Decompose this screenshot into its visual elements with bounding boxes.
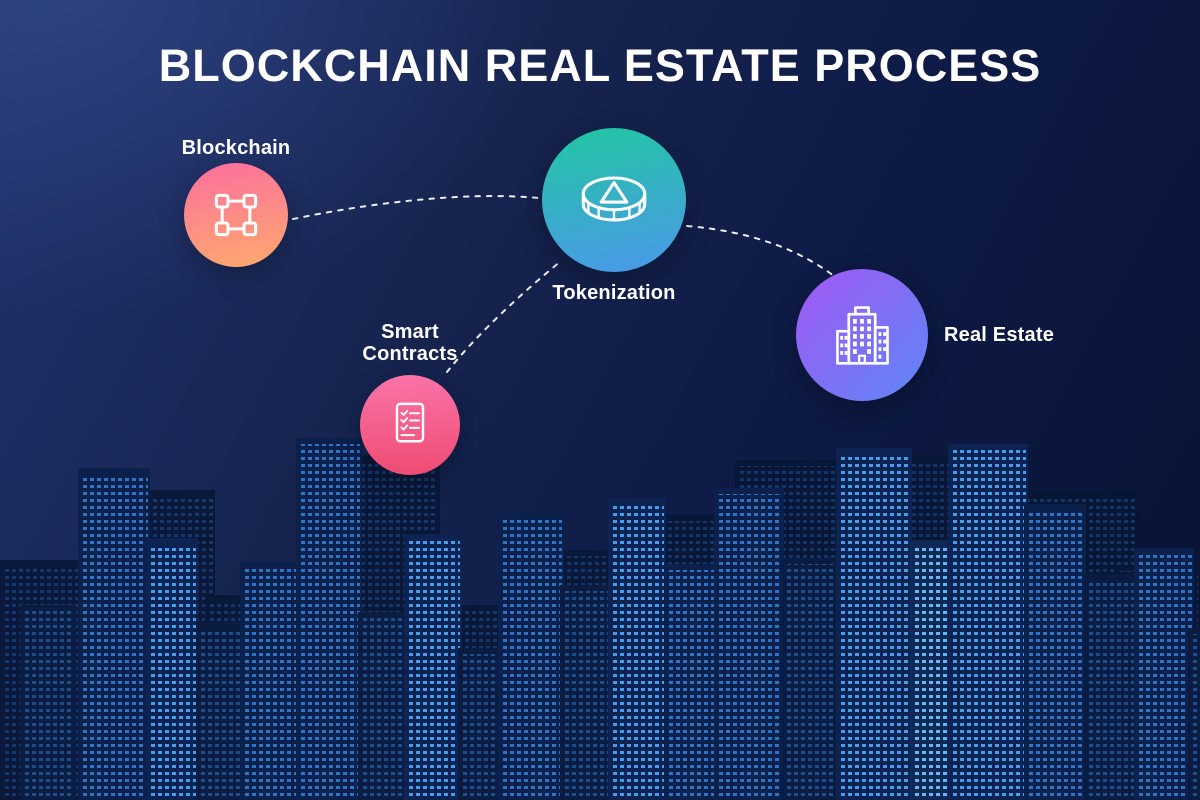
building — [836, 448, 912, 800]
building — [1024, 504, 1086, 800]
building — [608, 498, 666, 800]
page-title: BLOCKCHAIN REAL ESTATE PROCESS — [158, 40, 1042, 91]
building — [910, 540, 950, 800]
building — [78, 468, 150, 800]
node-smart-contracts — [360, 375, 460, 475]
city-skyline — [0, 320, 1200, 800]
connector-tokenization-real-estate — [686, 225, 840, 281]
contract-checklist-icon — [395, 402, 425, 443]
coin-icon — [581, 176, 647, 222]
building — [20, 605, 76, 800]
building — [1188, 628, 1200, 800]
building — [146, 538, 198, 800]
building — [664, 564, 716, 800]
node-smart-contracts-label: Smart Contracts — [362, 321, 458, 366]
building — [948, 444, 1028, 800]
building — [498, 512, 564, 800]
node-blockchain — [184, 163, 288, 267]
building — [1134, 548, 1194, 800]
building — [1084, 574, 1138, 800]
blockchain-icon — [214, 193, 258, 237]
building — [240, 562, 300, 800]
building — [782, 558, 840, 800]
connector-blockchain-tokenization — [292, 195, 540, 220]
building — [358, 612, 408, 800]
node-real-estate — [796, 269, 928, 401]
building-icon — [836, 306, 889, 365]
building — [458, 648, 502, 800]
building — [714, 488, 784, 800]
building — [296, 438, 362, 800]
building — [196, 622, 242, 800]
node-tokenization-label: Tokenization — [552, 282, 676, 304]
node-blockchain-label: Blockchain — [181, 137, 291, 159]
building — [404, 534, 462, 800]
node-real-estate-label: Real Estate — [944, 324, 1055, 346]
node-tokenization — [542, 128, 686, 272]
building — [560, 585, 610, 800]
